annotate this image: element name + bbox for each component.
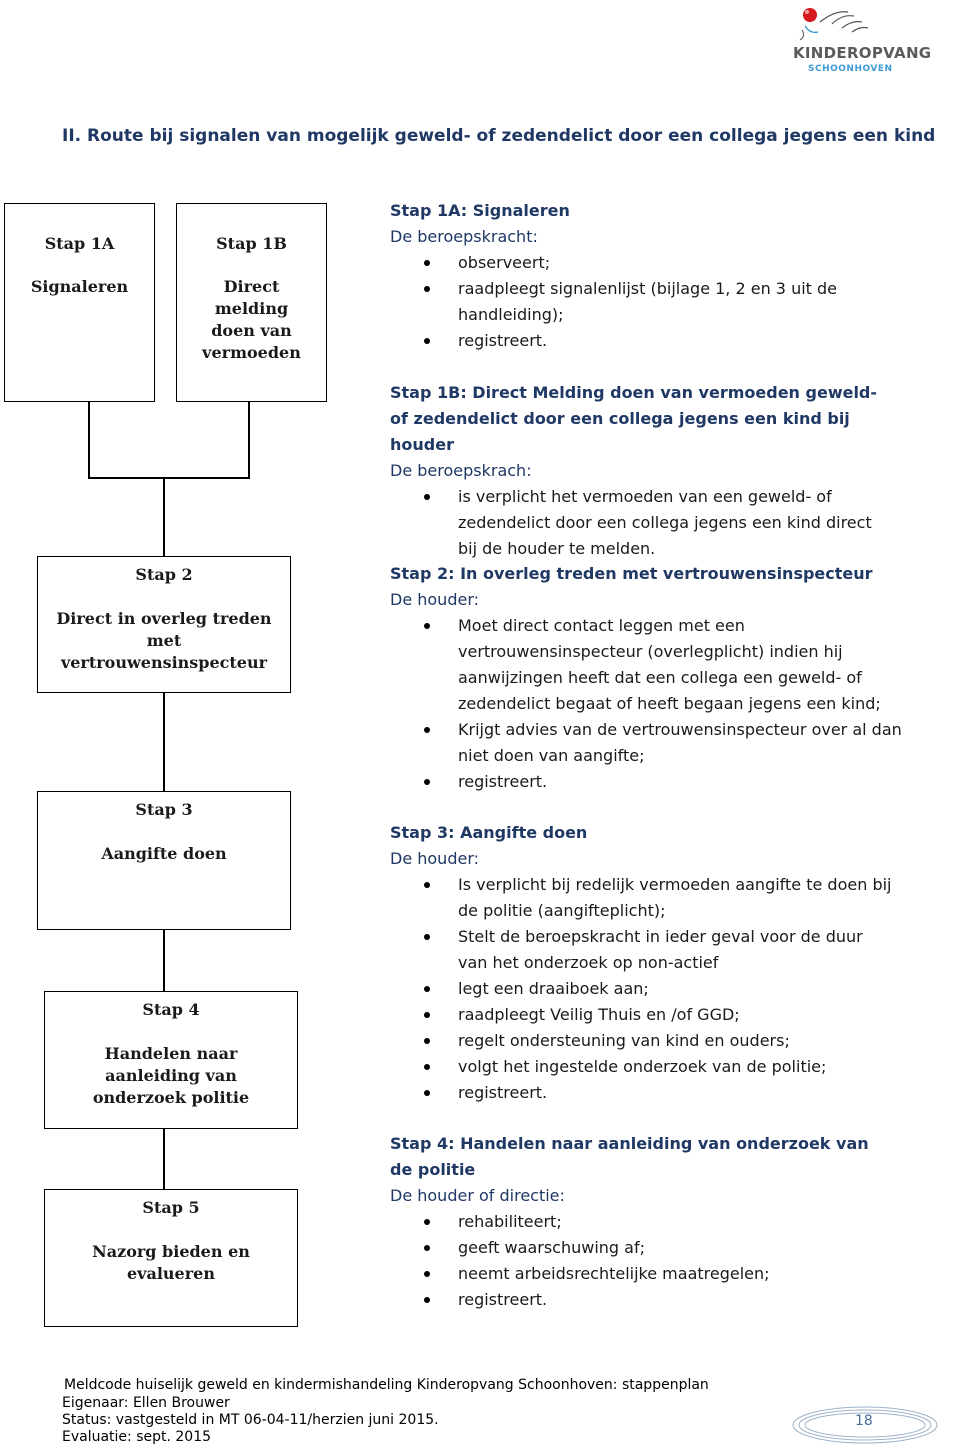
list-item: legt een draaiboek aan; bbox=[424, 976, 895, 1002]
step-1a-box: Stap 1A Signaleren bbox=[4, 203, 155, 402]
step-1a-text: Signaleren bbox=[30, 277, 129, 296]
bullet-list: observeert; raadpleegt signalenlijst (bi… bbox=[390, 250, 890, 354]
section-heading: Stap 2: In overleg treden met vertrouwen… bbox=[390, 564, 873, 583]
step-1a-title: Stap 1A bbox=[44, 234, 115, 253]
connector bbox=[163, 929, 165, 992]
step-4-text: Handelen naar aanleiding van onderzoek p… bbox=[92, 1044, 250, 1107]
section-stap-1a: Stap 1A: Signaleren De beroepskracht: ob… bbox=[390, 198, 890, 354]
page-number: 18 bbox=[855, 1413, 873, 1429]
step-3-box: Stap 3 Aangifte doen bbox=[37, 791, 291, 930]
logo-graphic bbox=[799, 8, 869, 41]
bullet-list: is verplicht het vermoeden van een gewel… bbox=[390, 484, 895, 562]
connector bbox=[88, 477, 250, 479]
list-item: registreert. bbox=[424, 1080, 895, 1106]
connector bbox=[88, 400, 90, 478]
list-item: registreert. bbox=[424, 1287, 895, 1313]
section-stap-1b: Stap 1B: Direct Melding doen van vermoed… bbox=[390, 380, 895, 562]
footer-status: Status: vastgesteld in MT 06-04-11/herzi… bbox=[62, 1412, 439, 1428]
list-item: geeft waarschuwing af; bbox=[424, 1235, 895, 1261]
section-stap-3: Stap 3: Aangifte doen De houder: Is verp… bbox=[390, 820, 895, 1106]
section-heading: Stap 1B: Direct Melding doen van vermoed… bbox=[390, 383, 878, 454]
list-item: observeert; bbox=[424, 250, 890, 276]
list-item: raadpleegt signalenlijst (bijlage 1, 2 e… bbox=[424, 276, 890, 328]
list-item: is verplicht het vermoeden van een gewel… bbox=[424, 484, 895, 562]
step-2-title: Stap 2 bbox=[135, 565, 193, 584]
list-item: volgt het ingestelde onderzoek van de po… bbox=[424, 1054, 895, 1080]
connector bbox=[163, 477, 165, 557]
list-item: rehabiliteert; bbox=[424, 1209, 895, 1235]
step-2-text: Direct in overleg treden met vertrouwens… bbox=[56, 609, 272, 672]
step-3-text: Aangifte doen bbox=[101, 844, 227, 863]
connector bbox=[248, 400, 250, 478]
step-3-title: Stap 3 bbox=[135, 800, 193, 819]
footer-evaluation: Evaluatie: sept. 2015 bbox=[62, 1429, 212, 1445]
section-heading: Stap 1A: Signaleren bbox=[390, 201, 570, 220]
section-label: De beroepskracht: bbox=[390, 227, 538, 246]
connector bbox=[163, 692, 165, 792]
section-heading: Stap 4: Handelen naar aanleiding van ond… bbox=[390, 1134, 869, 1179]
step-4-title: Stap 4 bbox=[142, 1000, 200, 1019]
section-label: De houder: bbox=[390, 590, 480, 609]
list-item: registreert. bbox=[424, 769, 905, 795]
bullet-list: rehabiliteert; geeft waarschuwing af; ne… bbox=[390, 1209, 895, 1313]
section-label: De houder of directie: bbox=[390, 1186, 565, 1205]
step-1b-box: Stap 1B Direct melding doen van vermoede… bbox=[176, 203, 327, 402]
list-item: regelt ondersteuning van kind en ouders; bbox=[424, 1028, 895, 1054]
section-label: De beroepskrach: bbox=[390, 461, 532, 480]
page-title: II. Route bij signalen van mogelijk gewe… bbox=[62, 126, 936, 146]
step-4-box: Stap 4 Handelen naar aanleiding van onde… bbox=[44, 991, 298, 1129]
step-5-title: Stap 5 bbox=[142, 1198, 200, 1217]
step-5-box: Stap 5 Nazorg bieden en evalueren bbox=[44, 1189, 298, 1327]
list-item: Moet direct contact leggen met een vertr… bbox=[424, 613, 905, 717]
section-heading: Stap 3: Aangifte doen bbox=[390, 823, 588, 842]
step-1b-text: Direct melding doen van vermoeden bbox=[202, 277, 301, 362]
list-item: Is verplicht bij redelijk vermoeden aang… bbox=[424, 872, 895, 924]
logo-name: KINDEROPVANG bbox=[793, 44, 932, 62]
footer-owner: Eigenaar: Ellen Brouwer bbox=[62, 1395, 230, 1411]
step-1b-title: Stap 1B bbox=[216, 234, 287, 253]
list-item: Krijgt advies van de vertrouwensinspecte… bbox=[424, 717, 905, 769]
connector bbox=[163, 1128, 165, 1190]
page-number-badge bbox=[792, 1406, 938, 1444]
footer-title: Meldcode huiselijk geweld en kindermisha… bbox=[64, 1377, 709, 1393]
list-item: neemt arbeidsrechtelijke maatregelen; bbox=[424, 1261, 895, 1287]
list-item: Stelt de beroepskracht in ieder geval vo… bbox=[424, 924, 895, 976]
section-stap-4: Stap 4: Handelen naar aanleiding van ond… bbox=[390, 1131, 895, 1313]
section-label: De houder: bbox=[390, 849, 480, 868]
section-stap-2: Stap 2: In overleg treden met vertrouwen… bbox=[390, 561, 905, 795]
bullet-list: Is verplicht bij redelijk vermoeden aang… bbox=[390, 872, 895, 1106]
list-item: registreert. bbox=[424, 328, 890, 354]
list-item: raadpleegt Veilig Thuis en /of GGD; bbox=[424, 1002, 895, 1028]
step-2-box: Stap 2 Direct in overleg treden met vert… bbox=[37, 556, 291, 693]
logo-subtitle: SCHOONHOVEN bbox=[808, 64, 893, 74]
step-5-text: Nazorg bieden en evalueren bbox=[92, 1242, 250, 1283]
bullet-list: Moet direct contact leggen met een vertr… bbox=[390, 613, 905, 795]
